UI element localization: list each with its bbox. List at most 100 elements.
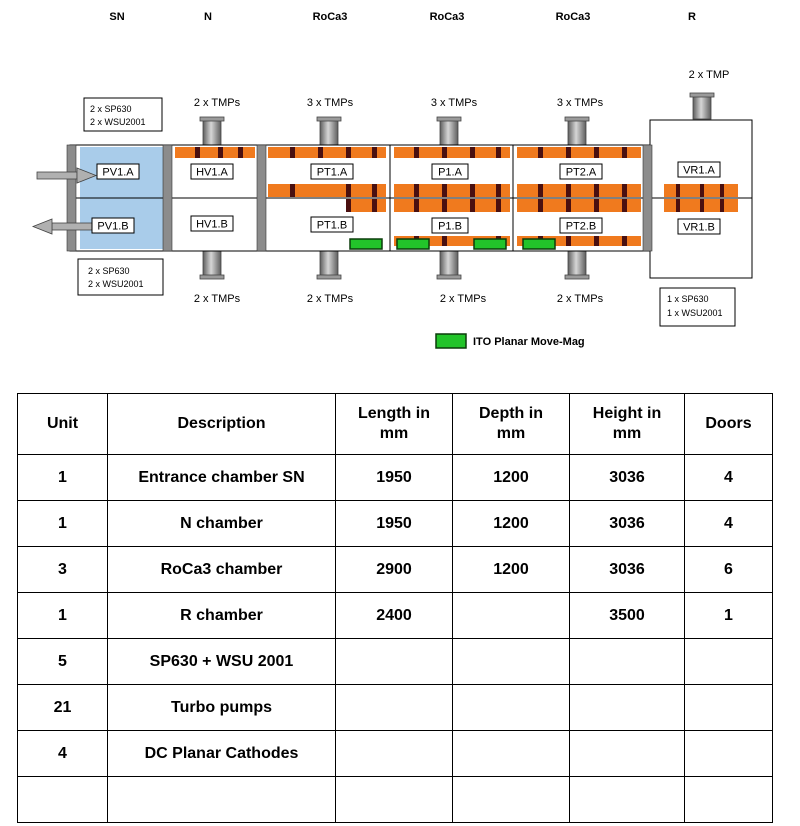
svg-text:2 x WSU2001: 2 x WSU2001 — [88, 279, 144, 289]
svg-text:2 x SP630: 2 x SP630 — [90, 104, 132, 114]
turbo-pump-icon — [689, 92, 715, 120]
turbo-pump-icon — [436, 250, 462, 280]
cathode-icon — [394, 184, 510, 197]
tmp-label-roca1-top: 3 x TMPs — [307, 97, 354, 109]
turbo-pumps — [199, 92, 715, 280]
valve-door — [162, 144, 173, 252]
move-mag-cathode-icon — [522, 238, 556, 250]
svg-text:VR1.A: VR1.A — [683, 165, 715, 177]
table-header-row: Unit Description Length in mm Depth in m… — [17, 393, 773, 455]
move-mag-cathode-icon — [473, 238, 507, 250]
vacuum-coater-layout: SN N RoCa3 RoCa3 RoCa3 R 2 x SP630 2 x W… — [31, 11, 753, 349]
tmp-label-roca3-bottom: 2 x TMPs — [557, 293, 604, 305]
turbo-pump-icon — [199, 116, 225, 146]
cathode-icon — [664, 184, 738, 197]
station-label-vr1a: VR1.A — [677, 161, 721, 178]
table-row — [17, 776, 773, 823]
pump-note-top-left: 2 x SP630 2 x WSU2001 — [83, 97, 163, 132]
move-mag-cathode-icon — [396, 238, 430, 250]
cathode-icon — [394, 147, 510, 158]
pump-note-bottom-right: 1 x SP630 1 x WSU2001 — [659, 287, 736, 327]
column-header-description: Description — [107, 393, 336, 455]
station-label-pv1a: PV1.A — [96, 163, 140, 180]
legend: ITO Planar Move-Mag — [435, 333, 585, 349]
turbo-pump-icon — [564, 250, 590, 280]
column-header-depth: Depth in mm — [452, 393, 570, 455]
spec-table: Unit Description Length in mm Depth in m… — [17, 393, 773, 823]
svg-text:PT1.A: PT1.A — [317, 167, 348, 179]
station-label-p1a: P1.A — [431, 163, 469, 180]
turbo-pump-icon — [564, 116, 590, 146]
cathode-icon — [346, 199, 386, 212]
column-header-unit: Unit — [17, 393, 108, 455]
svg-text:1 x SP630: 1 x SP630 — [667, 294, 709, 304]
tmp-label-roca2-bottom: 2 x TMPs — [440, 293, 487, 305]
header-label-sn: SN — [109, 11, 124, 23]
svg-text:HV1.B: HV1.B — [196, 219, 228, 231]
station-label-pt1b: PT1.B — [310, 216, 354, 233]
cathode-icon — [517, 147, 641, 158]
turbo-pump-icon — [436, 116, 462, 146]
tmp-label-roca2-top: 3 x TMPs — [431, 97, 478, 109]
svg-text:PV1.A: PV1.A — [102, 167, 134, 179]
load-arrow-icon — [36, 167, 98, 184]
valve-door — [256, 144, 267, 252]
svg-text:1 x WSU2001: 1 x WSU2001 — [667, 308, 723, 318]
station-label-pt2a: PT2.A — [559, 163, 603, 180]
column-header-length: Length in mm — [335, 393, 453, 455]
svg-text:PT2.B: PT2.B — [566, 221, 597, 233]
cathode-icon — [664, 199, 738, 212]
svg-text:2 x SP630: 2 x SP630 — [88, 266, 130, 276]
svg-text:P1.A: P1.A — [438, 167, 463, 179]
cathode-icon — [175, 147, 255, 158]
svg-text:P1.B: P1.B — [438, 221, 462, 233]
tmp-label-r-top: 2 x TMP — [689, 69, 730, 81]
move-mag-cathode-icon — [349, 238, 383, 250]
cathode-icon — [517, 184, 641, 197]
turbo-pump-icon — [199, 250, 225, 280]
station-label-hv1a: HV1.A — [190, 163, 234, 180]
svg-text:VR1.B: VR1.B — [683, 222, 715, 234]
legend-label: ITO Planar Move-Mag — [473, 336, 585, 348]
svg-text:2 x WSU2001: 2 x WSU2001 — [90, 117, 146, 127]
header-label-n: N — [204, 11, 212, 23]
column-header-doors: Doors — [684, 393, 773, 455]
valve-door — [66, 144, 77, 252]
station-label-hv1b: HV1.B — [190, 215, 234, 232]
valve-door — [642, 144, 653, 252]
tmp-label-roca1-bottom: 2 x TMPs — [307, 293, 354, 305]
header-label-r: R — [688, 11, 696, 23]
turbo-pump-icon — [316, 250, 342, 280]
station-label-p1b: P1.B — [431, 217, 469, 234]
svg-text:PT1.B: PT1.B — [317, 220, 348, 232]
station-label-vr1b: VR1.B — [677, 218, 721, 235]
legend-swatch — [435, 333, 467, 349]
tmp-label-n-top: 2 x TMPs — [194, 97, 241, 109]
svg-text:HV1.A: HV1.A — [196, 167, 228, 179]
station-label-pv1b: PV1.B — [91, 217, 135, 234]
column-header-height: Height in mm — [569, 393, 685, 455]
cathode-icon — [268, 184, 386, 197]
turbo-pump-icon — [316, 116, 342, 146]
svg-text:PV1.B: PV1.B — [97, 221, 128, 233]
cathodes — [175, 147, 738, 250]
header-label-roca3-2: RoCa3 — [430, 11, 465, 23]
svg-text:PT2.A: PT2.A — [566, 167, 597, 179]
header-label-roca3-3: RoCa3 — [556, 11, 591, 23]
station-label-pt1a: PT1.A — [310, 163, 354, 180]
header-label-roca3-1: RoCa3 — [313, 11, 348, 23]
cathode-icon — [268, 147, 386, 158]
tmp-label-roca3-top: 3 x TMPs — [557, 97, 604, 109]
station-label-pt2b: PT2.B — [559, 217, 603, 234]
cathode-icon — [517, 199, 641, 212]
cathode-icon — [394, 199, 510, 212]
tmp-label-n-bottom: 2 x TMPs — [194, 293, 241, 305]
pump-note-bottom-left: 2 x SP630 2 x WSU2001 — [77, 258, 164, 296]
